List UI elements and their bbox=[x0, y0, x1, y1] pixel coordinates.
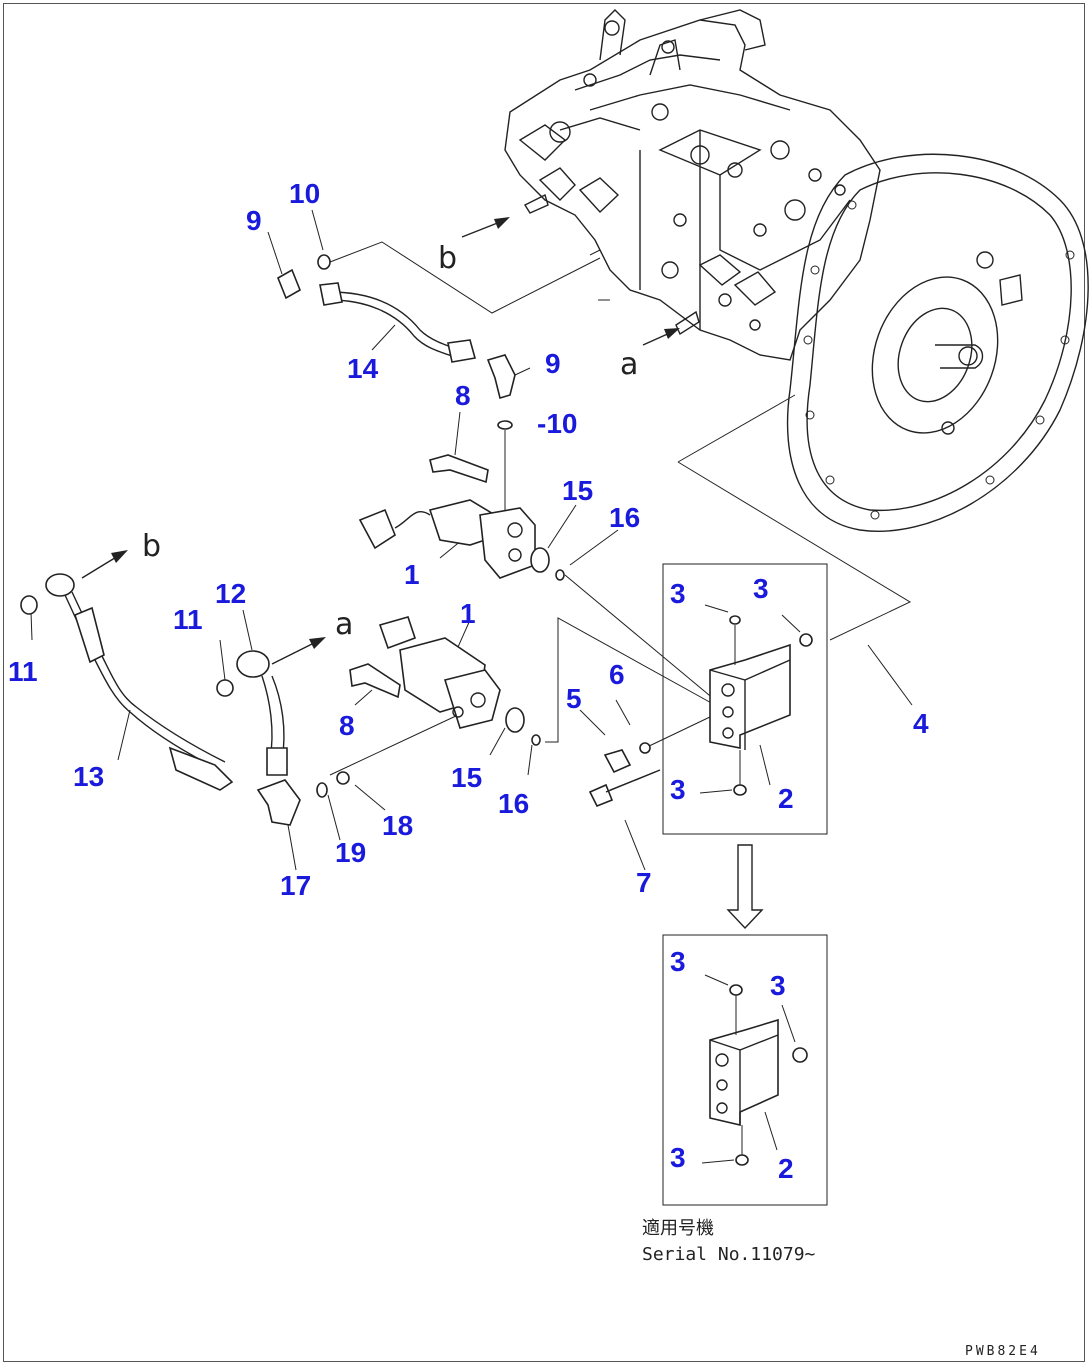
callout-14: 14 bbox=[347, 353, 379, 384]
callout-16: 16 bbox=[498, 788, 529, 819]
callout-11: 11 bbox=[8, 656, 38, 687]
callout-15: 15 bbox=[562, 475, 593, 506]
callout-13: 13 bbox=[73, 761, 104, 792]
callout-15: 15 bbox=[451, 762, 482, 793]
small-fittings bbox=[588, 742, 661, 808]
callout-18: 18 bbox=[382, 810, 413, 841]
arrow-letter-a: a bbox=[335, 607, 353, 642]
callout-7: 7 bbox=[636, 867, 652, 898]
drawing-code: PWB82E4 bbox=[965, 1344, 1041, 1359]
solenoid-valve-lower bbox=[349, 616, 541, 746]
callout-12: 12 bbox=[215, 578, 246, 609]
arrow-letters: b a b a bbox=[142, 241, 638, 642]
callout-3: 3 bbox=[670, 1142, 686, 1173]
callout-19: 19 bbox=[335, 837, 366, 868]
callout-3: 3 bbox=[670, 946, 686, 977]
callout-1: 1 bbox=[460, 598, 476, 629]
callout-2: 2 bbox=[778, 1153, 794, 1184]
callout-10: -10 bbox=[537, 408, 577, 439]
hose-12 bbox=[216, 650, 350, 798]
callout-8: 8 bbox=[455, 380, 471, 411]
arrow-letter-b: b bbox=[142, 529, 161, 564]
inset-box-upper bbox=[662, 563, 828, 835]
callout-3: 3 bbox=[670, 774, 686, 805]
callout-16: 16 bbox=[609, 502, 640, 533]
callout-numbers: 9 10 14 9 8 -10 15 16 1 1 12 11 11 13 8 … bbox=[8, 178, 929, 1184]
callout-17: 17 bbox=[280, 870, 311, 901]
hose-14 bbox=[276, 254, 516, 430]
applicability-heading: 適用号機 bbox=[642, 1218, 714, 1239]
version-arrow bbox=[726, 844, 764, 930]
inset-box-lower bbox=[662, 934, 828, 1206]
callout-11: 11 bbox=[173, 604, 203, 635]
arrow-letter-b: b bbox=[438, 241, 457, 276]
callout-9: 9 bbox=[246, 205, 262, 236]
drawing-border bbox=[3, 3, 1085, 1362]
applicability-note: 適用号機 Serial No.11079~ bbox=[642, 1218, 816, 1265]
callout-9: 9 bbox=[545, 348, 561, 379]
applicability-serial: Serial No.11079~ bbox=[642, 1244, 816, 1265]
callout-3: 3 bbox=[670, 578, 686, 609]
callout-3: 3 bbox=[770, 970, 786, 1001]
hose-13 bbox=[20, 573, 301, 826]
arrow-letter-a: a bbox=[620, 347, 638, 382]
direction-arrows bbox=[81, 217, 680, 665]
callout-2: 2 bbox=[778, 783, 794, 814]
flywheel-housing bbox=[786, 153, 1089, 532]
callout-10: 10 bbox=[289, 178, 320, 209]
callout-3: 3 bbox=[753, 573, 769, 604]
callout-4: 4 bbox=[913, 708, 929, 739]
callout-5: 5 bbox=[566, 683, 582, 714]
solenoid-valve-upper bbox=[358, 454, 565, 581]
callout-1: 1 bbox=[404, 559, 420, 590]
callout-8: 8 bbox=[339, 710, 355, 741]
hydraulic-pump-assembly bbox=[504, 9, 881, 361]
callout-6: 6 bbox=[609, 659, 625, 690]
